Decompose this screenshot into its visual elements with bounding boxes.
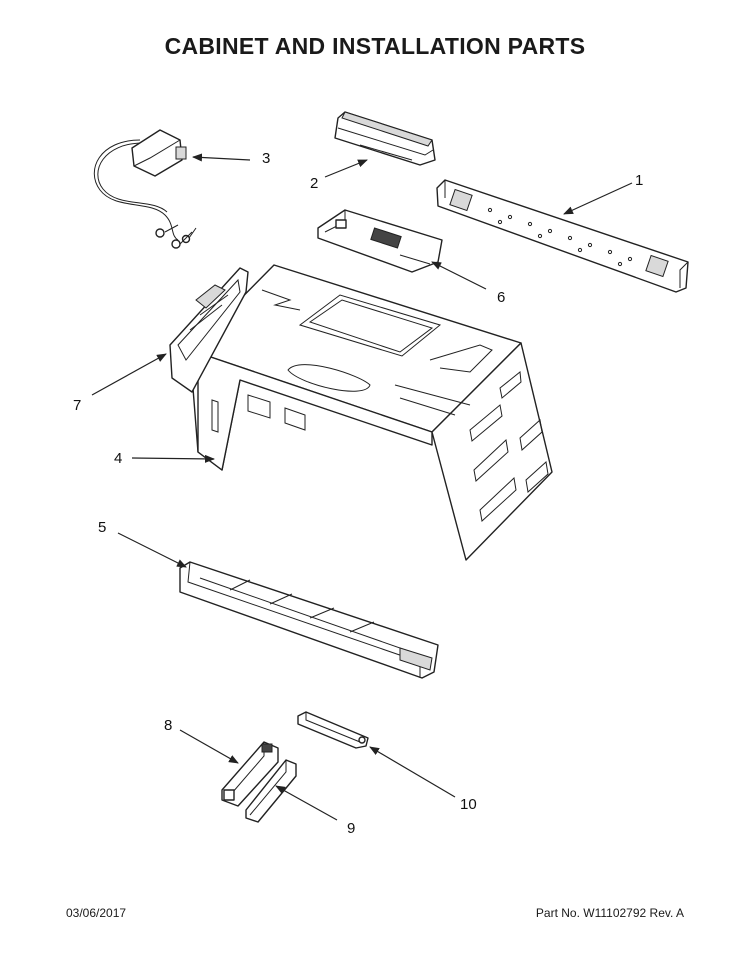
part-9-latch-cover bbox=[245, 759, 297, 823]
callout-3-leader bbox=[192, 153, 251, 162]
callout-4-label: 4 bbox=[114, 450, 122, 467]
part-10-bracket bbox=[297, 711, 369, 749]
part-4-cabinet bbox=[189, 264, 553, 561]
callout-4-leader bbox=[131, 454, 215, 463]
callout-10-leader bbox=[369, 746, 456, 798]
part-3-power-cord bbox=[93, 129, 197, 249]
part-7-side-frame bbox=[169, 267, 249, 393]
callout-1-leader bbox=[563, 182, 633, 215]
callout-7-leader bbox=[91, 353, 167, 396]
page-title: CABINET AND INSTALLATION PARTS bbox=[164, 33, 586, 59]
callout-9-label: 9 bbox=[347, 820, 355, 837]
callout-10-label: 10 bbox=[460, 796, 477, 813]
part-8-latch-housing bbox=[221, 741, 279, 807]
part-6-plate bbox=[317, 209, 443, 273]
callout-1-label: 1 bbox=[635, 172, 643, 189]
footer-date: 03/06/2017 bbox=[66, 906, 127, 920]
callout-9-leader bbox=[275, 785, 338, 821]
part-5-front-trim bbox=[179, 561, 439, 679]
callout-2-label: 2 bbox=[310, 175, 318, 192]
part-1-mounting-rail bbox=[436, 179, 689, 293]
callout-8-leader bbox=[179, 729, 239, 764]
callout-5-leader bbox=[117, 532, 187, 568]
callout-6-label: 6 bbox=[497, 289, 505, 306]
footer-part-number: Part No. W11102792 Rev. A bbox=[535, 906, 684, 920]
callout-7-label: 7 bbox=[73, 397, 81, 414]
callout-6-leader bbox=[431, 261, 487, 290]
callout-8-label: 8 bbox=[164, 717, 172, 734]
callout-3-label: 3 bbox=[262, 150, 270, 167]
part-2-top-bracket bbox=[334, 111, 436, 166]
callout-5-label: 5 bbox=[98, 519, 106, 536]
callout-2-leader bbox=[324, 159, 368, 178]
